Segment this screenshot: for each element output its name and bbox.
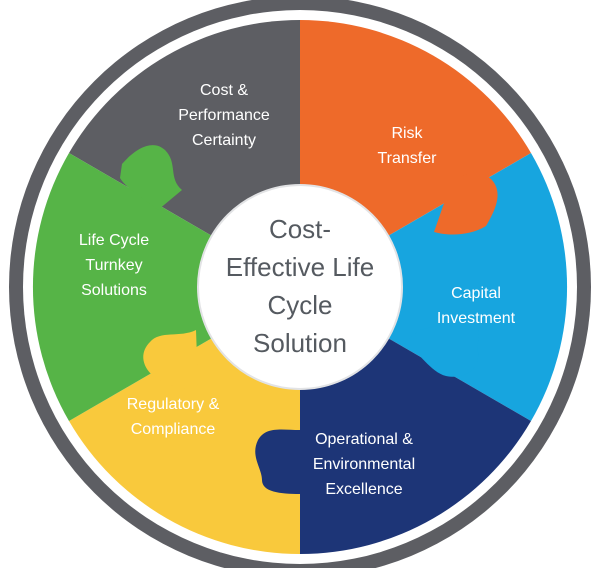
label-turnkey-line-3: Solutions [81,282,147,299]
puzzle-tab-orange-right [434,172,498,235]
label-cost-performance-line-3: Certainty [192,132,256,149]
puzzle-tab-green [120,145,182,210]
label-capital-investment-line-1: Capital [451,285,501,302]
label-operational-line-2: Environmental [313,456,415,473]
center-title-line-3: Cycle [267,290,332,320]
label-capital-investment-line-2: Investment [437,310,516,327]
puzzle-tab-blue [404,318,479,377]
puzzle-tab-yellow [143,330,198,389]
segment-turnkey-solutions [32,153,300,421]
segment-capital-investment [300,153,568,421]
label-turnkey-line-2: Turnkey [85,257,142,274]
center-circle [198,185,402,389]
label-operational-line-1: Operational & [315,431,413,448]
center-title-line-1: Cost- [269,214,331,244]
label-regulatory-line-2: Compliance [131,421,216,438]
puzzle-tab-navy [255,429,300,494]
center-circle-shadow [197,184,403,390]
label-regulatory-line-1: Regulatory & [127,396,220,413]
center-title-line-4: Solution [253,328,347,358]
label-risk-transfer-line-2: Transfer [378,150,438,167]
label-operational-line-3: Excellence [325,481,402,498]
center-title-line-2: Effective Life [226,252,374,282]
label-cost-performance-line-2: Performance [178,107,270,124]
puzzle-tab-orange [300,66,353,120]
label-turnkey-line-1: Life Cycle [79,232,149,249]
label-risk-transfer-line-1: Risk [391,125,423,142]
label-cost-performance-line-1: Cost & [200,82,248,99]
